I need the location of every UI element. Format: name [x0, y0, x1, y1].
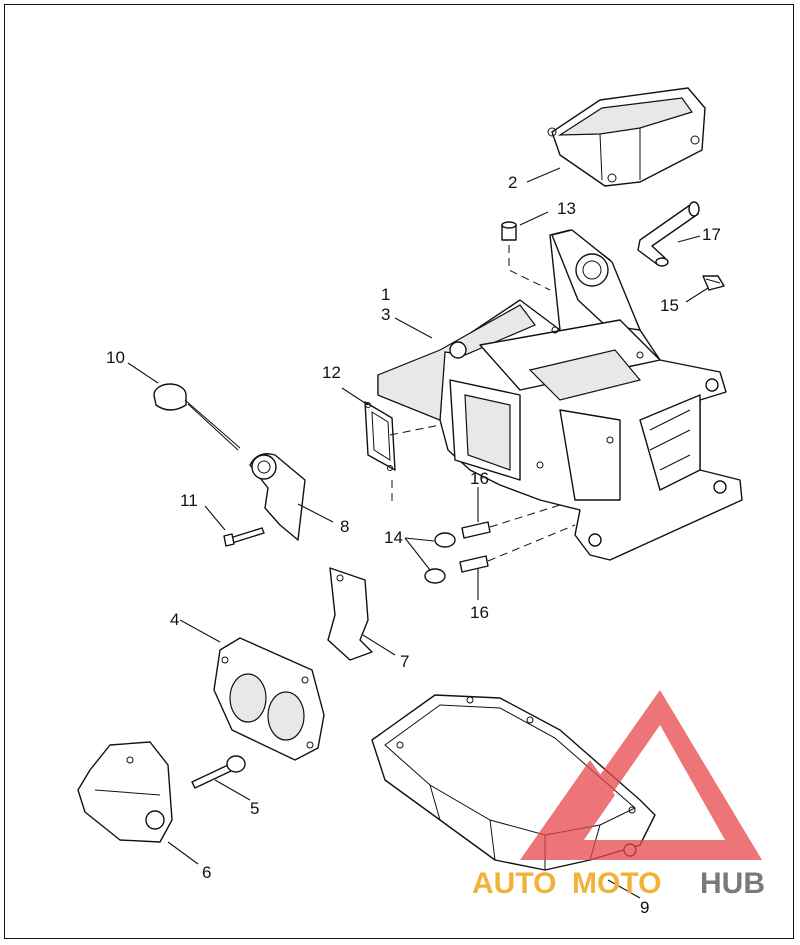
part-11-screw [223, 527, 265, 547]
callout-2: 2 [508, 173, 517, 192]
callout-9: 9 [640, 898, 649, 917]
callout-12: 12 [322, 363, 341, 382]
watermark-text-moto: MOTO [572, 867, 661, 900]
callout-16-bottom: 16 [470, 603, 489, 622]
part-17-hose [637, 201, 700, 267]
callout-13: 13 [557, 199, 576, 218]
part-14-clamps [424, 532, 456, 584]
part-16-fittings [459, 521, 491, 573]
part-5-bolt [191, 755, 246, 789]
watermark-logo [520, 690, 762, 860]
alignment-lines [389, 245, 576, 562]
part-8-bracket [249, 453, 306, 541]
callout-1: 1 [381, 285, 390, 304]
watermark-text-hub: HUB [700, 867, 765, 900]
callout-15: 15 [660, 296, 679, 315]
part-13-plug [501, 221, 517, 241]
callout-4: 4 [170, 610, 179, 629]
leader-lines [127, 167, 709, 899]
callout-6: 6 [202, 863, 211, 882]
callout-5: 5 [250, 799, 259, 818]
watermark-text-auto: AUTO [472, 867, 556, 900]
part-10-dipstick [153, 383, 241, 451]
part-1-transmission-housing [377, 229, 743, 561]
part-4-side-door [213, 637, 325, 761]
part-15-fitting [702, 275, 725, 291]
callout-8: 8 [340, 517, 349, 536]
callout-17: 17 [702, 225, 721, 244]
callout-11: 11 [180, 491, 198, 510]
callout-10: 10 [106, 348, 125, 367]
callout-3: 3 [381, 305, 390, 324]
part-7-shield [327, 567, 373, 661]
callout-14: 14 [384, 528, 403, 547]
part-2-top-cover [547, 87, 706, 187]
part-6-end-cover [77, 741, 173, 843]
part-12-gasket [364, 401, 396, 471]
callout-16-top: 16 [470, 469, 489, 488]
callout-7: 7 [400, 652, 409, 671]
